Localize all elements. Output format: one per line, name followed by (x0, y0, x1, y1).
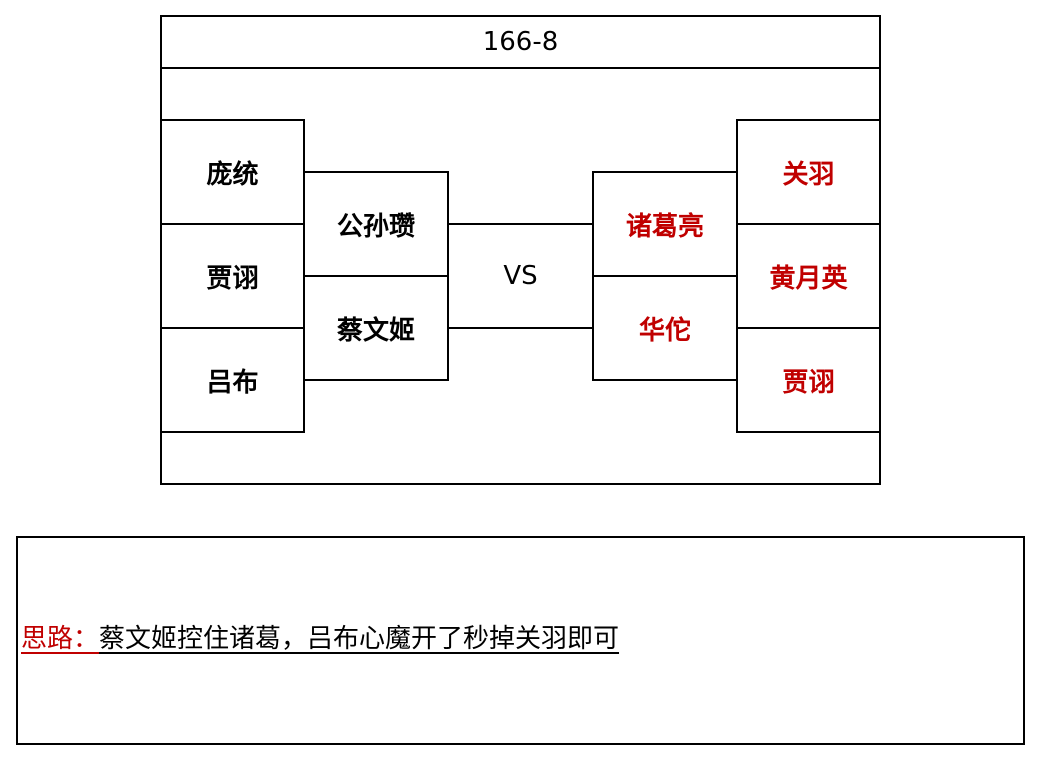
strategy-note-text: 蔡文姬控住诸葛，吕布心魔开了秒掉关羽即可 (99, 624, 620, 654)
left-front-slot-1: 公孙瓒 (303, 171, 449, 277)
strategy-note-label: 思路： (21, 624, 100, 654)
left-front-slot-2: 蔡文姬 (303, 275, 449, 381)
connector-line-top (447, 223, 594, 225)
right-back-slot-1: 关羽 (736, 119, 881, 225)
left-back-slot-1: 庞统 (160, 119, 305, 225)
strategy-note: 思路：蔡文姬控住诸葛，吕布心魔开了秒掉关羽即可 (21, 618, 619, 655)
right-back-slot-2: 黄月英 (736, 223, 881, 329)
lineup-title: 166-8 (482, 27, 559, 57)
left-back-slot-3: 吕布 (160, 327, 305, 433)
strategy-note-box (16, 536, 1025, 745)
vs-label: VS (503, 261, 538, 291)
title-row (160, 15, 881, 69)
connector-line-bottom (447, 327, 594, 329)
right-back-slot-3: 贾诩 (736, 327, 881, 433)
right-front-slot-2: 华佗 (592, 275, 738, 381)
left-back-slot-2: 贾诩 (160, 223, 305, 329)
right-front-slot-1: 诸葛亮 (592, 171, 738, 277)
